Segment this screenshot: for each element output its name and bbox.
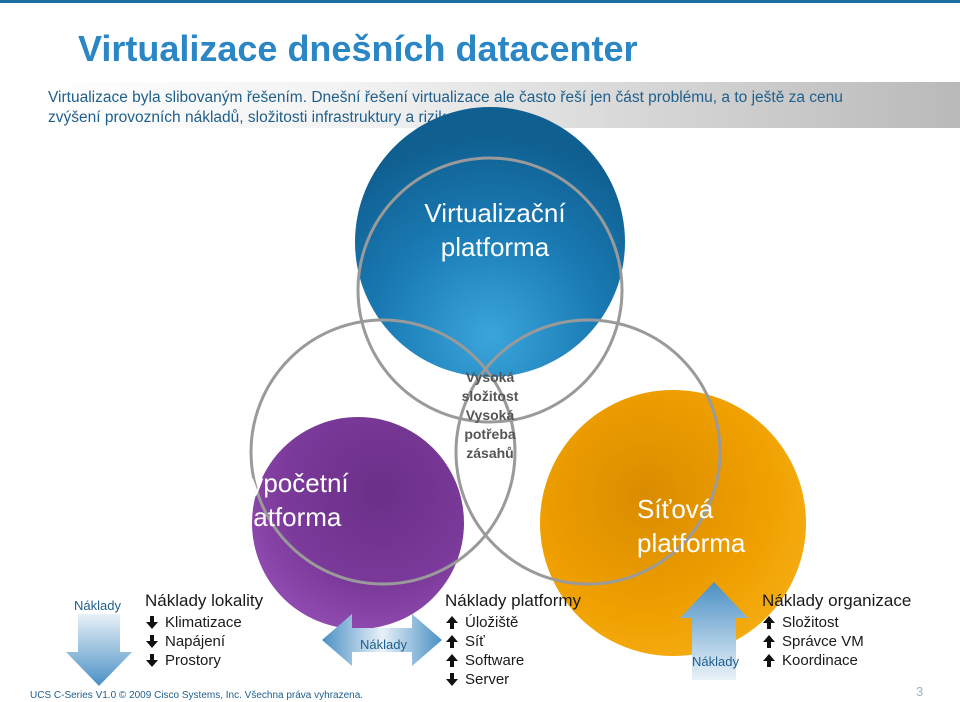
venn-outline-top (356, 156, 624, 424)
arrow-up-icon (446, 654, 458, 667)
arrow-up-icon (446, 635, 458, 648)
top-accent-bar (0, 0, 960, 3)
arrow-up-icon (446, 616, 458, 629)
location-costs-heading: Náklady lokality (145, 591, 264, 610)
arrow-down-icon (146, 616, 158, 629)
center-overlap-label: Vysoká složitost Vysoká potřeba zásahů (445, 368, 535, 463)
organization-costs-heading: Náklady organizace (762, 591, 912, 610)
cost-item: Klimatizace (145, 613, 263, 632)
cost-item: Prostory (145, 651, 263, 670)
compute-circle (252, 417, 464, 629)
venn-outline-left (249, 318, 517, 586)
center-line-2: složitost (461, 388, 519, 404)
cost-item: Úložiště (445, 613, 581, 632)
virtualization-label: Virtualizační platforma (415, 196, 575, 264)
arrow-down-icon (146, 654, 158, 667)
arrow-down-icon (146, 635, 158, 648)
cost-item-label: Prostory (165, 652, 221, 669)
virtualization-circle (355, 107, 625, 377)
compute-label: Výpočetní platforma (233, 466, 349, 534)
cost-item: Koordinace (762, 651, 911, 670)
left-arrow-label: Náklady (74, 598, 121, 613)
cost-item-label: Správce VM (782, 633, 864, 650)
cost-item-label: Napájení (165, 633, 226, 650)
cost-item: Síť (445, 632, 581, 651)
cost-item-label: Software (465, 652, 525, 669)
page-number: 3 (916, 684, 924, 699)
cost-item: Server (445, 670, 581, 689)
network-label-line-1: Síťová (637, 494, 714, 524)
arrow-down-icon (446, 673, 458, 686)
center-line-3: Vysoká (465, 407, 515, 423)
center-line-5: zásahů (466, 445, 514, 461)
cost-item-label: Server (465, 671, 510, 688)
cost-item-label: Síť (465, 633, 485, 650)
arrow-up-icon (763, 616, 775, 629)
virtualization-label-line-1: Virtualizační (424, 198, 566, 228)
cost-item-label: Úložiště (465, 614, 519, 631)
arrow-up-icon (763, 654, 775, 667)
right-arrow-label: Náklady (692, 654, 739, 669)
intro-line-2: zvýšení provozních nákladů, složitosti i… (48, 109, 451, 126)
middle-cost-arrow (322, 614, 442, 666)
intro-text: Virtualizace byla slibovaným řešením. Dn… (48, 88, 928, 128)
platform-costs-heading: Náklady platformy (445, 591, 582, 610)
cost-item: Software (445, 651, 581, 670)
network-circle (540, 390, 806, 656)
middle-arrow-label: Náklady (360, 637, 407, 652)
cost-item: Správce VM (762, 632, 911, 651)
intro-line-1: Virtualizace byla slibovaným řešením. Dn… (48, 89, 843, 106)
cost-item-label: Koordinace (782, 652, 858, 669)
network-label-line-2: platforma (637, 528, 746, 558)
slide-title: Virtualizace dnešních datacenter (78, 28, 638, 69)
cost-item: Složitost (762, 613, 911, 632)
footer-copyright: UCS C-Series V1.0 © 2009 Cisco Systems, … (30, 690, 364, 701)
center-line-1: Vysoká (465, 369, 515, 385)
venn-outline-right (454, 318, 722, 586)
right-cost-arrow (680, 582, 748, 680)
network-label: Síťová platforma (637, 492, 745, 560)
compute-label-line-1: Výpočetní (233, 468, 349, 498)
cost-item-label: Klimatizace (165, 614, 242, 631)
center-line-4: potřeba (464, 426, 516, 442)
cost-item-label: Složitost (782, 614, 839, 631)
cost-item: Napájení (145, 632, 263, 651)
arrow-up-icon (763, 635, 775, 648)
left-cost-arrow (66, 614, 132, 686)
virtualization-label-line-2: platforma (440, 232, 550, 262)
compute-label-line-2: platforma (233, 502, 342, 532)
